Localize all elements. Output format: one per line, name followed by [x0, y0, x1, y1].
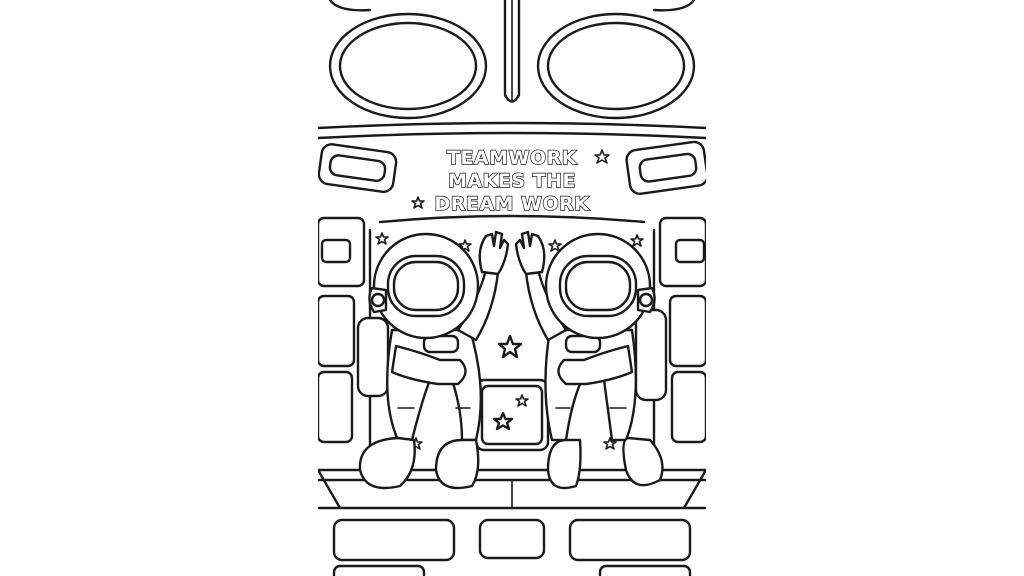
astronaut-right — [514, 230, 668, 490]
astronaut-left — [356, 230, 510, 490]
title-line-2: MAKES THE — [448, 170, 576, 192]
star-icon — [458, 239, 472, 252]
star-icon — [548, 239, 562, 252]
star-icon — [630, 234, 644, 247]
star-icon — [603, 437, 617, 450]
stars — [375, 149, 644, 450]
title-line-3: DREAM WORK — [434, 193, 590, 215]
star-icon — [411, 196, 425, 209]
star-icon — [492, 411, 514, 431]
title-line-1: TEAMWORK — [447, 147, 578, 169]
star-icon — [515, 394, 529, 407]
star-icon — [375, 232, 389, 245]
star-icon — [497, 334, 523, 359]
poster-title: TEAMWORK MAKES THE DREAM WORK — [434, 146, 591, 215]
star-icon — [594, 149, 610, 164]
